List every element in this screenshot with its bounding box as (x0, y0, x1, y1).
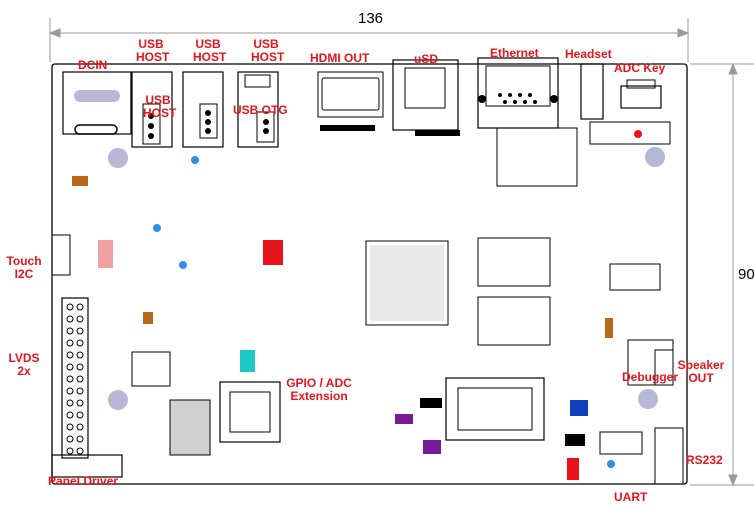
top-connector-pads (320, 93, 558, 136)
label-usd: uSD (414, 52, 438, 66)
dc-jack (62, 71, 132, 135)
label-usb-host-1: USB HOST (136, 37, 170, 64)
label-speaker-out: Speaker OUT (677, 358, 725, 385)
label-usb-otg: USB OTG (233, 103, 288, 117)
width-dimension (48, 18, 690, 62)
height-dimension (690, 62, 754, 487)
header-pins (66, 303, 84, 455)
label-touch-i2c: Touch I2C (6, 254, 42, 281)
usb-pins (148, 110, 269, 139)
label-adc-key: ADC Key (614, 61, 666, 75)
label-panel-driver: Panel Driver (48, 474, 119, 488)
label-lvds-2x: LVDS 2x (8, 351, 40, 378)
label-gpio-adc: GPIO / ADC Extension (286, 376, 352, 403)
label-debugger: Debugger (622, 370, 679, 384)
label-usb-host-2: USB HOST (193, 37, 227, 64)
soc-chip (365, 240, 449, 326)
label-ethernet: Ethernet (490, 46, 539, 60)
height-dimension-value: 90 (738, 266, 754, 283)
label-uart: UART (614, 490, 648, 504)
lvds-header (61, 297, 89, 459)
width-dimension-value: 136 (358, 10, 384, 27)
label-rs232: RS232 (686, 453, 723, 467)
usb-host-connectors (131, 71, 279, 148)
colored-components (72, 130, 642, 480)
label-headset: Headset (565, 47, 612, 61)
label-dcin: DCIN (78, 58, 108, 72)
mounting-holes (108, 147, 665, 410)
label-usb-host-3: USB HOST (251, 37, 285, 64)
label-hdmi-out: HDMI OUT (310, 51, 370, 65)
side-connectors (51, 121, 684, 485)
memory-chips (131, 127, 661, 456)
label-usb-host-4: USB HOST (143, 93, 177, 120)
top-connectors (317, 57, 662, 131)
